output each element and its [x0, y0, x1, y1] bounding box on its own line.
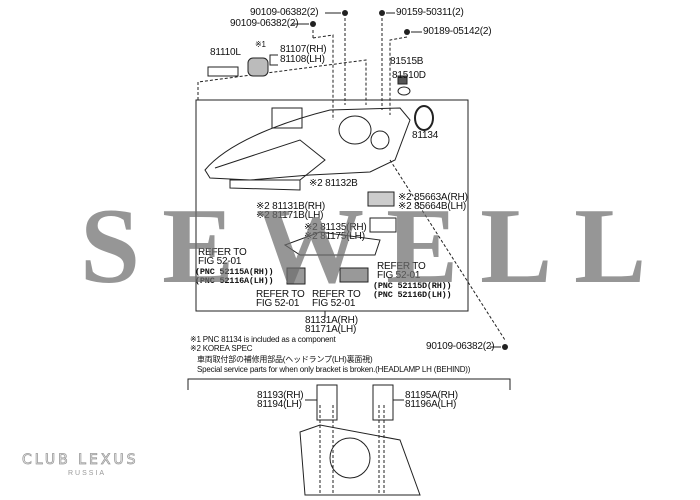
- part-label: ※2 81135(RH): [304, 222, 367, 233]
- part-label: 81171A(LH): [305, 324, 357, 335]
- part-label: 81131A(RH): [305, 315, 358, 326]
- assembly-box: [195, 99, 469, 312]
- refer-label: REFER TO: [256, 289, 305, 300]
- part-label: 81194(LH): [257, 399, 302, 410]
- headlamp-rear: [299, 424, 421, 496]
- part-label: ※2 81131B(RH): [256, 201, 325, 212]
- part-label: ※2 81171B(LH): [256, 210, 324, 221]
- bolt-label: 90189-05142(2): [423, 26, 492, 37]
- part-label: 81134: [412, 130, 439, 141]
- bolts: [310, 10, 508, 350]
- note-2: ※2 KOREA SPEC: [190, 344, 253, 353]
- socket-81515b: [397, 75, 408, 85]
- section-title-jp: 車両取付部の補修用部品(ヘッドランプ(LH)裏面視): [197, 355, 373, 364]
- part-label: 81196A(LH): [405, 399, 457, 410]
- refer-fig: FIG 52-01: [256, 298, 300, 309]
- note-mark: ※1: [255, 40, 266, 49]
- logo-main: CLUB LEXUS: [22, 452, 139, 469]
- socket-52115d: [339, 267, 369, 283]
- bracket-81195-box: [372, 384, 394, 421]
- part-label: ※2 85664B(LH): [398, 201, 467, 212]
- solid-leaders: [269, 12, 501, 401]
- part-label: 81108(LH): [280, 54, 325, 65]
- bracket-81193-box: [316, 384, 338, 421]
- cover-81107: [247, 57, 269, 77]
- part-label: 81110L: [210, 47, 241, 58]
- part-label: 81510D: [392, 70, 426, 81]
- pnc-label: (PNC 52116A(LH)): [195, 276, 274, 286]
- refer-fig: FIG 52-01: [377, 270, 421, 281]
- module: [369, 217, 397, 233]
- part-label: 81193(RH): [257, 390, 304, 401]
- logo-sub: RUSSIA: [68, 470, 107, 477]
- pnc-label: (PNC 52116D(LH)): [373, 290, 452, 300]
- part-81135: [283, 231, 381, 256]
- bracket-box: [187, 378, 511, 390]
- pnc-label: (PNC 52115A(RH)): [195, 267, 274, 277]
- note-1: ※1 PNC 81134 is included as a component: [190, 335, 336, 344]
- bolt-label: 90109-06382(2): [426, 341, 495, 352]
- refer-label: REFER TO: [377, 261, 426, 272]
- refer-label: REFER TO: [198, 247, 247, 258]
- gasket-81510d: [397, 86, 411, 96]
- section-title-en: Special service parts for when only brac…: [197, 365, 471, 374]
- bolt-label: 90109-06382(2): [250, 7, 319, 18]
- part-label: 81195A(RH): [405, 390, 458, 401]
- ring-81134: [414, 105, 434, 131]
- bolt-label: 90109-06382(2): [230, 18, 299, 29]
- part-label: ※2 81132B: [309, 178, 358, 189]
- pnc-label: (PNC 52115D(RH)): [373, 281, 452, 291]
- refer-label: REFER TO: [312, 289, 361, 300]
- part-85663: [367, 191, 395, 207]
- part-label: 81107(RH): [280, 44, 327, 55]
- refer-fig: FIG 52-01: [312, 298, 356, 309]
- refer-fig: FIG 52-01: [198, 256, 242, 267]
- bolt-label: 90159-50311(2): [396, 7, 464, 18]
- headlamp-assembly: [204, 107, 411, 191]
- part-label: ※2 85663A(RH): [398, 192, 468, 203]
- bulb-81110l: [207, 66, 239, 77]
- part-label: 81515B: [390, 56, 424, 67]
- part-label: ※2 81175(LH): [304, 231, 365, 242]
- socket-52115a: [286, 267, 306, 285]
